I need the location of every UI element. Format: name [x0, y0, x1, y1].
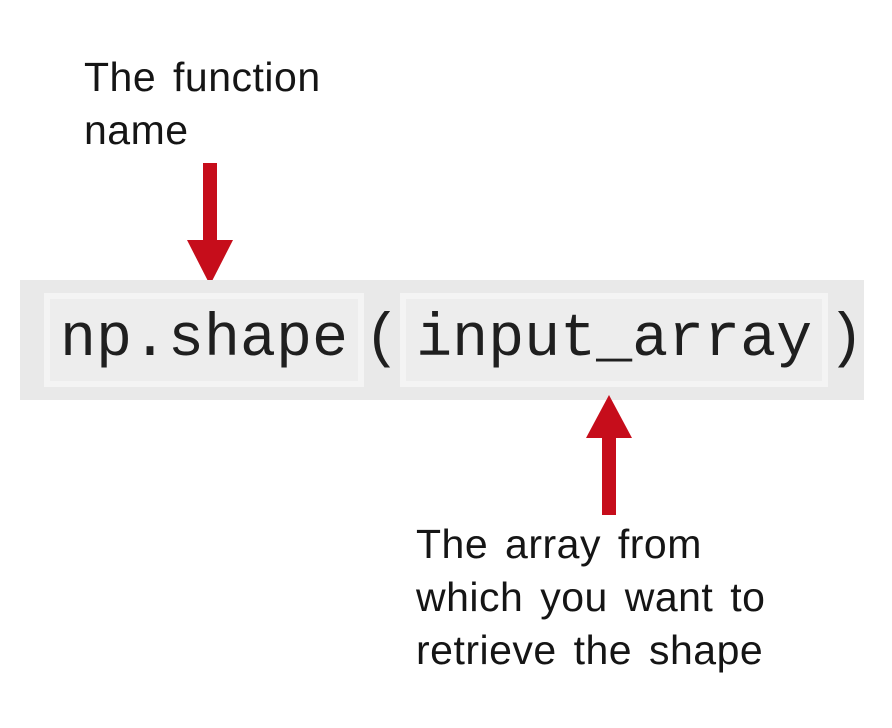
arrow-up-icon	[586, 395, 632, 515]
close-paren: )	[828, 306, 865, 374]
arrow-up-shaft	[602, 438, 616, 515]
argument-code: input_array	[416, 306, 813, 374]
argument-box: input_array	[400, 293, 829, 387]
function-name-box: np.shape	[44, 293, 365, 387]
arrow-down-icon	[187, 163, 233, 285]
code-snippet: np.shape(input_array)	[20, 280, 864, 400]
arrow-down-shaft	[203, 163, 217, 240]
argument-description-label: The array from which you want to retriev…	[416, 521, 766, 673]
arrow-up-head	[586, 395, 632, 438]
function-name-code: np.shape	[60, 306, 349, 374]
arrow-down-head	[187, 240, 233, 285]
function-name-label: The function name	[84, 54, 321, 153]
open-paren: (	[364, 306, 401, 374]
